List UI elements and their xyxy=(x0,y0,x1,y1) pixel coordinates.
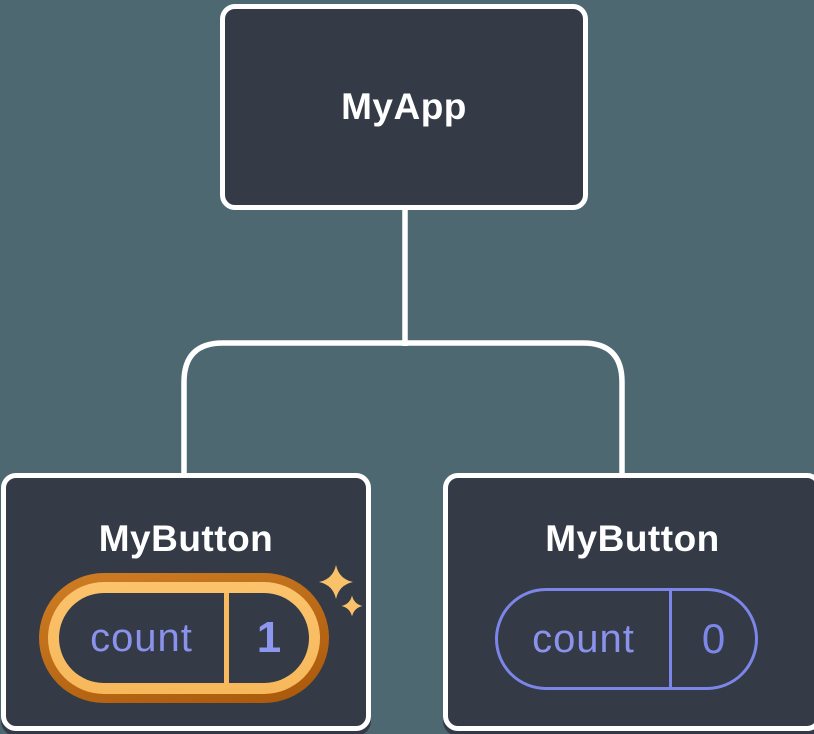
pill-divider xyxy=(224,593,229,683)
sparkles-icon xyxy=(319,565,363,617)
app-node-label: MyApp xyxy=(341,86,467,127)
pill-divider xyxy=(669,591,672,687)
component-node-right: MyButton count 0 xyxy=(443,473,814,731)
connector-branch-elbow xyxy=(181,340,625,478)
state-pill-highlighted: count 1 xyxy=(39,573,329,703)
component-node-left: MyButton count 1 xyxy=(1,473,371,731)
state-key-label: count xyxy=(90,615,193,660)
pill-core: count 1 xyxy=(59,593,309,683)
component-node-label: MyButton xyxy=(98,518,274,559)
state-key-label: count xyxy=(532,616,635,661)
app-node: MyApp xyxy=(220,4,588,210)
component-node-label: MyButton xyxy=(545,518,720,559)
state-value: 0 xyxy=(701,615,726,662)
state-pill: count 0 xyxy=(495,588,758,690)
state-value: 1 xyxy=(256,613,282,662)
